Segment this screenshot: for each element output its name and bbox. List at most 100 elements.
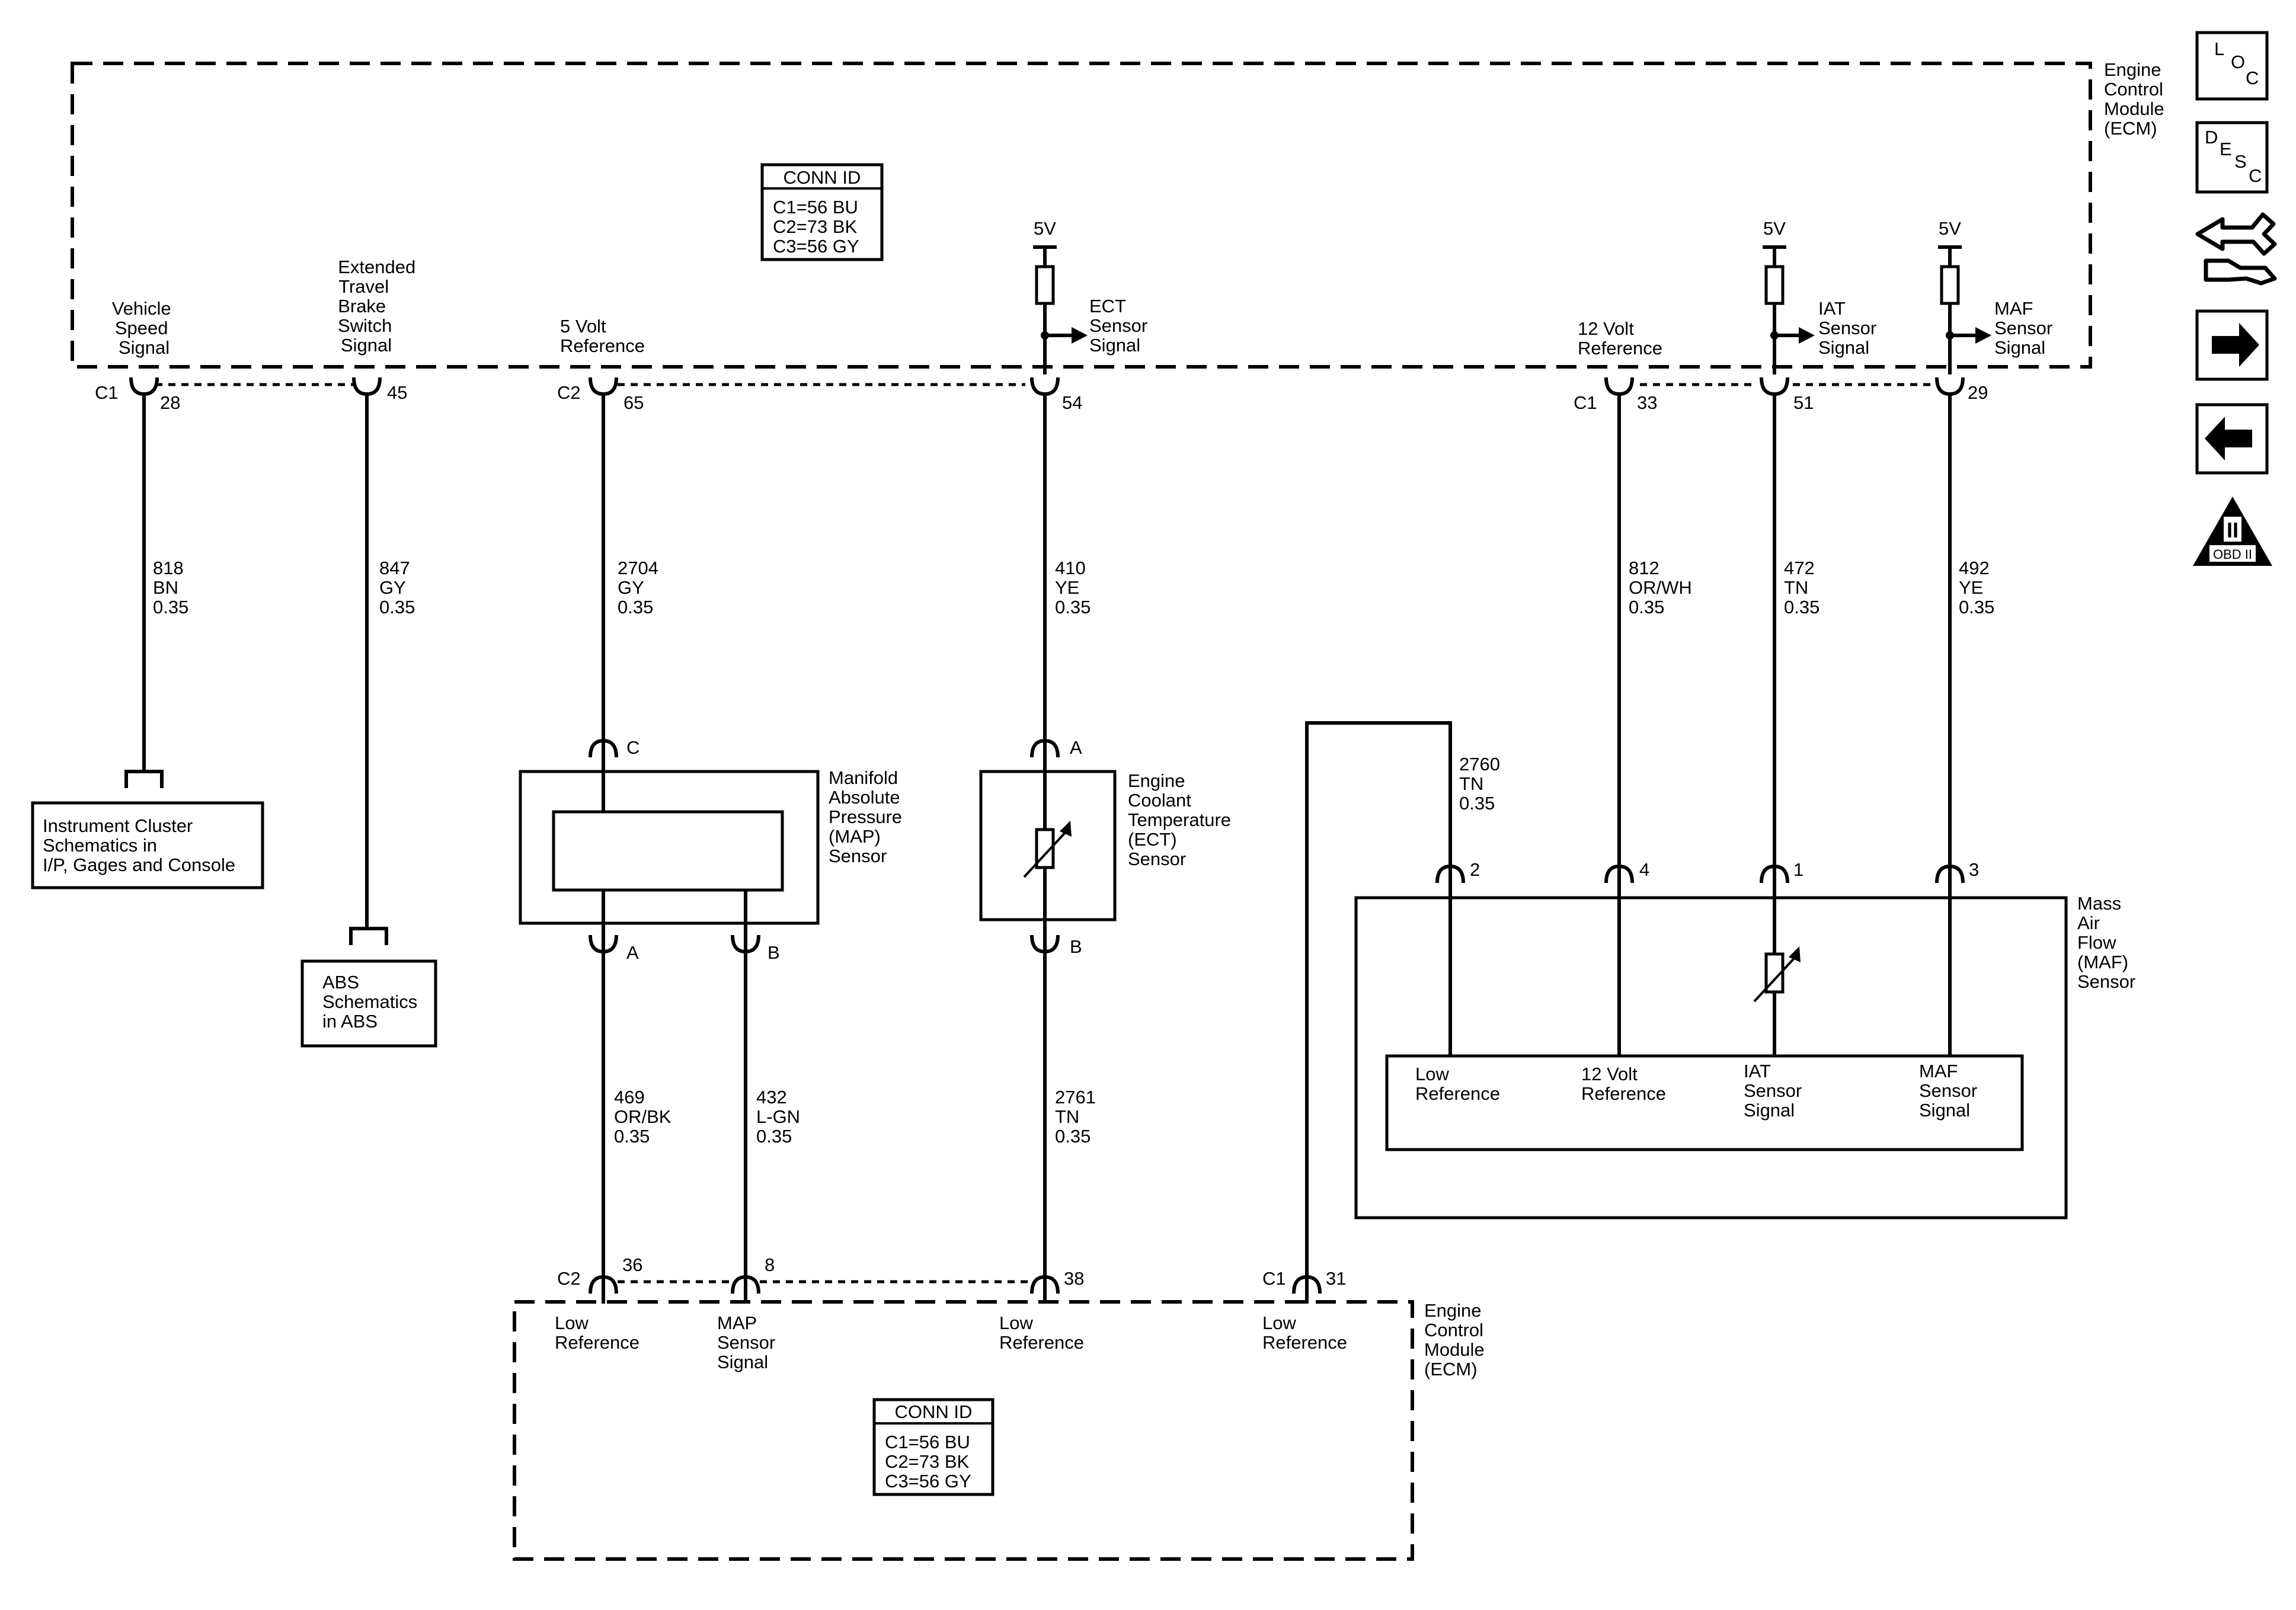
pin-number: 3 [1969,859,1979,880]
svg-text:D: D [2205,127,2218,148]
nav-desc-button[interactable]: D E S C [2195,121,2269,194]
wire-label-492: 492 YE 0.35 [1959,558,1994,617]
pin-number: 51 [1793,392,1814,413]
map-sensor-element [552,810,784,892]
pin-number: 36 [622,1254,642,1275]
pin-number: 4 [1639,859,1649,880]
connector-id: C2 [557,382,581,403]
ref-abs[interactable]: ABS Schematics in ABS [300,917,437,1048]
maf-inner-label: MAF Sensor Signal [1919,1061,1982,1121]
wire-label-472: 472 TN 0.35 [1784,558,1819,617]
connector-id: C2 [557,1268,581,1289]
pin-label-brake-switch: Extended Travel Brake Switch Signal [338,257,421,356]
pin-letter: A [1070,737,1082,758]
conn-id-line: C3=56 GY [885,1471,971,1491]
maf-inner-label: IAT Sensor Signal [1744,1061,1807,1121]
pin-letter: C [626,737,639,758]
maf-inner-label: Low Reference [1415,1064,1500,1104]
conn-id-line: C2=73 BK [885,1451,970,1472]
conn-id-table-bottom: CONN ID C1=56 BU C2=73 BK C3=56 GY [872,1398,994,1496]
variable-arrow-icon [1789,946,1801,962]
pin-label-maf-signal: MAF Sensor Signal [1994,298,2058,358]
wire-label-410: 410 YE 0.35 [1055,558,1091,617]
connector-id: C1 [1262,1268,1286,1289]
arrow-left-icon [2205,417,2252,460]
svg-text:C1=56 BU C2=73 BK: C1=56 BU C2=73 BK C3=56 GY [885,1432,976,1491]
pin-label-5v-reference: 5 Volt Reference [560,316,645,356]
pin-label-iat-signal: IAT Sensor Signal [1818,298,1882,358]
conn-id-line: C1=56 BU [773,197,858,217]
pin-label-ect-signal: ECT Sensor Signal [1089,296,1153,356]
pin-number: 65 [623,392,644,413]
conn-id-title: CONN ID [784,167,861,188]
pullup-ect: 5V [1033,218,1088,375]
pullup-iat: 5V [1763,218,1815,375]
pin-number: 29 [1968,382,1988,403]
ect-sensor-name: Engine Coolant Temperature (ECT) Sensor [1128,770,1236,869]
pin-label-low-reference: Low Reference [555,1313,639,1353]
svg-text:C: C [2249,165,2262,186]
wire-label-2704: 2704 GY 0.35 [618,558,664,617]
ecm-bottom-boundary [513,1300,1414,1561]
tools-icon[interactable] [2195,212,2277,286]
signal-arrow-icon [1975,327,1991,344]
arrow-right-icon [2212,323,2259,367]
previous-page-button[interactable] [2195,403,2269,475]
maf-inner-label: 12 Volt Reference [1581,1064,1666,1104]
wire-2760 [1305,721,1452,1278]
pin-letter: B [768,942,780,963]
ecm-top-boundary [71,62,2092,369]
pin-label-low-reference: Low Reference [999,1313,1084,1353]
pin-number: 45 [387,382,407,403]
pin-number: 38 [1064,1268,1084,1289]
svg-text:II: II [2227,518,2239,542]
svg-text:C: C [2246,68,2259,88]
svg-text:O: O [2231,52,2245,72]
pullup-maf: 5V [1938,218,1991,375]
connector-id: C1 [95,382,119,403]
wire-label-818: 818 BN 0.35 [153,558,188,617]
maf-sensor: 2 4 1 3 Low Reference 12 Volt Reference … [1354,859,2135,1219]
svg-text:Instrument Cluster Schem: Instrument Cluster Schematics in I/P, Ga… [43,815,235,875]
wire-label-2761: 2761 TN 0.35 [1055,1087,1101,1147]
nav-loc-button[interactable]: L O C [2195,31,2269,101]
conn-id-line: C1=56 BU [885,1432,970,1452]
ecm-bottom-module: Engine Control Module (ECM) C2 36 8 38 C… [513,1254,1489,1561]
pin-label-low-reference: Low Reference [1262,1313,1347,1353]
pin-number: 28 [160,392,180,413]
pin-label-vehicle-speed: Vehicle Speed Signal [112,298,177,358]
pin-number: 54 [1062,392,1082,413]
pin-number: 1 [1793,859,1803,880]
ect-sensor: A B Engine Coolant Temperature (ECT) Sen… [979,737,1236,957]
connector-id: C1 [1574,392,1597,413]
maf-sensor-element [1385,1054,2024,1151]
ecm-bottom-name: Engine Control Module (ECM) [1424,1300,1489,1379]
maf-sensor-name: Mass Air Flow (MAF) Sensor [2077,893,2135,992]
conn-id-line: C3=56 GY [773,236,859,257]
ref-instrument-cluster[interactable]: Instrument Cluster Schematics in I/P, Ga… [31,760,264,889]
svg-text:5V: 5V [1939,218,1961,239]
conn-id-table-top: CONN ID C1=56 BU C2=73 BK C3=56 GY [760,163,884,261]
conn-id-line: C2=73 BK [773,216,858,237]
pin-number: 2 [1470,859,1480,880]
signal-arrow-icon [1072,327,1088,344]
wires-top [142,394,1952,1278]
wire-label-432: 432 L-GN 0.35 [756,1087,805,1147]
map-sensor: C A B Manifold Absolute Pressure (MAP) S… [519,737,902,963]
svg-text:L: L [2214,39,2224,59]
svg-text:OBD II: OBD II [2213,547,2252,562]
obd-ii-badge[interactable]: II OBD II [2193,497,2272,566]
wire-label-847: 847 GY 0.35 [379,558,415,617]
pin-label-12v-reference: 12 Volt Reference [1578,318,1662,359]
variable-arrow-icon [1060,821,1072,837]
pin-number: 8 [765,1254,775,1275]
ecm-top-name: Engine Control Module (ECM) [2104,59,2169,139]
next-page-button[interactable] [2195,309,2269,381]
connector-pins-bottom [589,1275,1322,1304]
wire-label-469: 469 OR/BK 0.35 [614,1087,676,1147]
ecm-top-module: Engine Control Module (ECM) CONN ID C1=5… [71,59,2169,413]
svg-text:S: S [2234,151,2247,172]
pin-number: 31 [1326,1268,1346,1289]
pin-letter: A [626,942,639,963]
